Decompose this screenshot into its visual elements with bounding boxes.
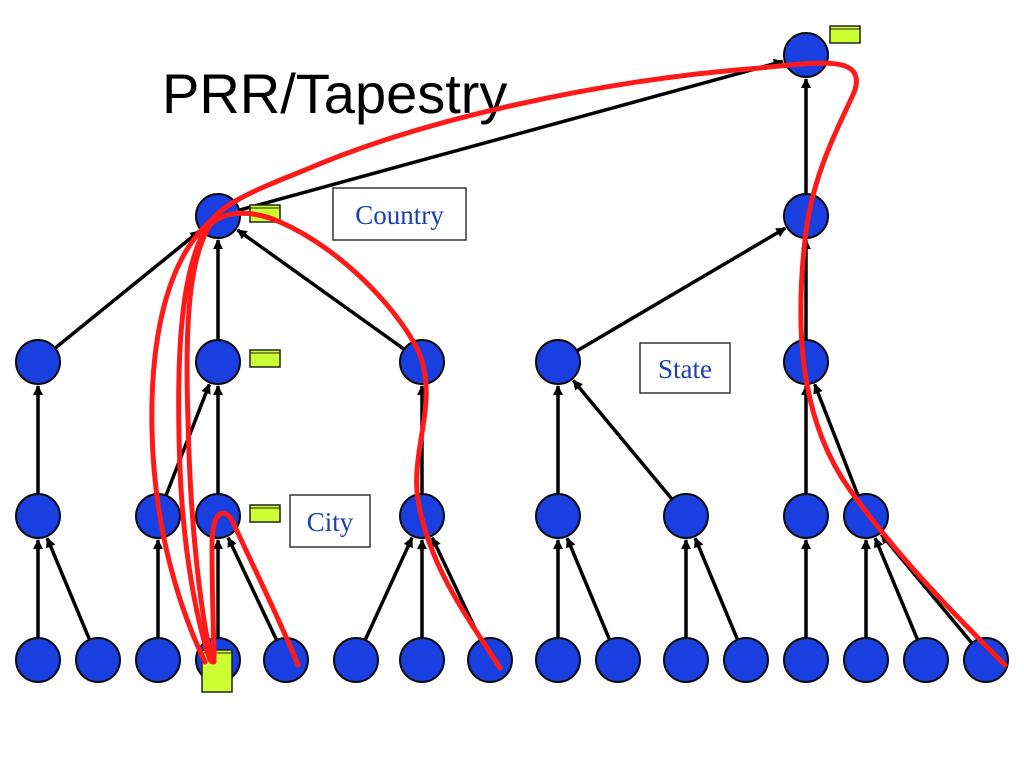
scroll-icon-state xyxy=(249,349,281,368)
scroll-icon-top xyxy=(829,25,861,44)
state-label-box: State xyxy=(639,342,731,394)
route-from-right-subtree xyxy=(184,210,503,671)
node-l16 xyxy=(963,637,1009,683)
state-label: State xyxy=(658,354,712,384)
node-l7 xyxy=(399,637,445,683)
edge-l10-to-c5 xyxy=(565,537,612,641)
node-c5 xyxy=(535,493,581,539)
object-pointers xyxy=(201,25,861,693)
tree-edges xyxy=(33,58,974,645)
tree-nodes xyxy=(15,32,1009,683)
edge-cL-to-top xyxy=(238,58,784,212)
node-l6 xyxy=(333,637,379,683)
edge-l15-to-c8 xyxy=(873,537,920,641)
edge-l2-to-c1 xyxy=(45,537,92,641)
node-l13 xyxy=(783,637,829,683)
routing-paths xyxy=(149,60,1008,671)
edge-s3-to-cL xyxy=(236,228,406,351)
node-l12 xyxy=(723,637,769,683)
edge-c6-to-s4 xyxy=(571,379,674,501)
scroll-icon-city xyxy=(249,504,281,523)
node-l10 xyxy=(595,637,641,683)
node-l15 xyxy=(903,637,949,683)
node-top xyxy=(783,32,829,78)
node-l1 xyxy=(15,637,61,683)
node-l3 xyxy=(135,637,181,683)
node-s2 xyxy=(195,339,241,385)
slide-title: PRR/Tapestry xyxy=(162,62,507,125)
route-from-far-right xyxy=(176,60,1008,668)
country-label: Country xyxy=(355,200,444,230)
node-s1 xyxy=(15,339,61,385)
city-label: City xyxy=(307,507,354,537)
node-l8 xyxy=(467,637,513,683)
route-from-country-left xyxy=(149,212,221,665)
route-from-sibling xyxy=(209,510,301,668)
node-l11 xyxy=(663,637,709,683)
edge-s4-to-cR xyxy=(576,226,787,353)
node-c6 xyxy=(663,493,709,539)
edge-l12-to-c6 xyxy=(693,537,740,641)
node-c7 xyxy=(783,493,829,539)
node-l9 xyxy=(535,637,581,683)
edge-s1-to-cL xyxy=(53,229,201,350)
node-s4 xyxy=(535,339,581,385)
edge-l5-to-c3 xyxy=(226,536,279,641)
edge-l6-to-c4 xyxy=(363,536,414,641)
country-label-box: Country xyxy=(332,187,467,241)
node-l14 xyxy=(843,637,889,683)
node-l5 xyxy=(263,637,309,683)
node-c1 xyxy=(15,493,61,539)
edge-c8-to-s5 xyxy=(813,383,860,497)
node-l2 xyxy=(75,637,121,683)
city-label-box: City xyxy=(289,494,371,548)
